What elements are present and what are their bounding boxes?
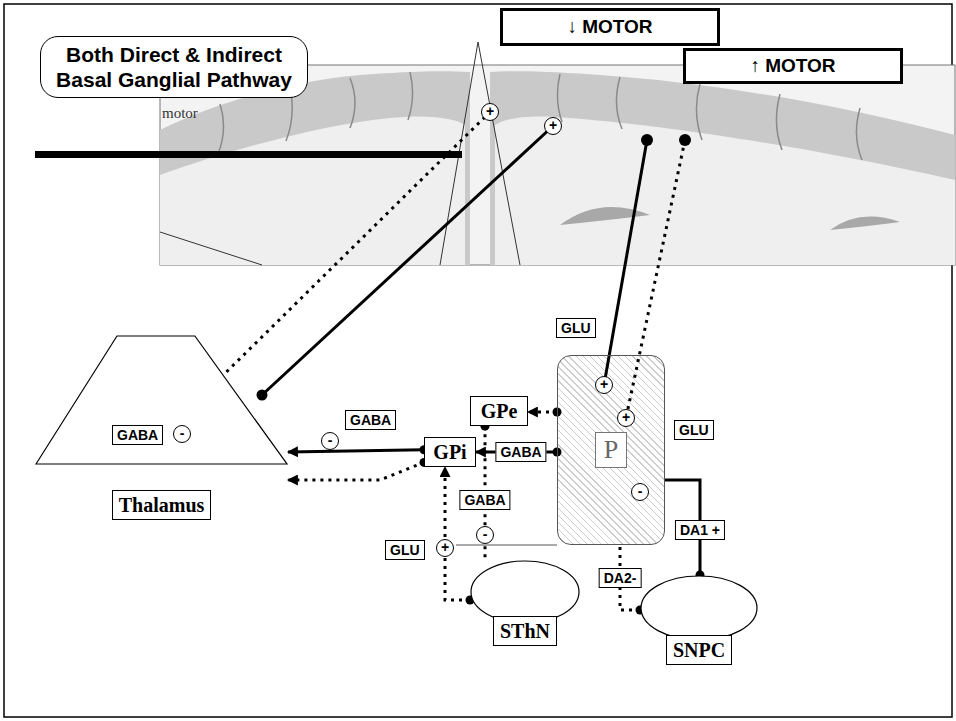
nucleus-ellipse-outline bbox=[471, 561, 579, 623]
solid-pathway bbox=[288, 450, 424, 452]
transmitter-label: GABA bbox=[112, 425, 163, 445]
label-anchor: - bbox=[173, 425, 191, 443]
edge-label: DA1 + bbox=[675, 520, 725, 540]
sign-circle: - bbox=[321, 432, 339, 450]
transmitter-label: GABA bbox=[345, 410, 396, 430]
edge-label: GABA bbox=[495, 442, 546, 462]
label-anchor: + bbox=[617, 409, 635, 427]
label-box: ↓ MOTOR bbox=[500, 8, 720, 46]
transmitter-label: GLU bbox=[674, 420, 714, 440]
region-label: motor bbox=[162, 105, 198, 122]
label-anchor: + bbox=[481, 103, 499, 121]
label-anchor: GABA bbox=[345, 410, 396, 430]
edge-label: DA2- bbox=[599, 568, 642, 588]
title-callout: Both Direct & Indirect Basal Ganglial Pa… bbox=[40, 36, 308, 98]
nucleus-outline bbox=[640, 575, 758, 641]
label-anchor: - bbox=[321, 432, 339, 450]
node-text: Thalamus bbox=[112, 490, 212, 520]
label-anchor: - bbox=[631, 483, 649, 501]
sign-circle: + bbox=[617, 409, 635, 427]
dotted-pathway bbox=[288, 462, 424, 480]
sign-circle: - bbox=[476, 526, 494, 544]
node-text: P bbox=[595, 432, 627, 467]
label-anchor: + bbox=[595, 376, 613, 394]
nucleus-outline bbox=[470, 560, 580, 624]
thalamocortical-dotted-line bbox=[198, 112, 490, 400]
label-anchor: + bbox=[436, 539, 454, 557]
sign-circle: - bbox=[173, 425, 191, 443]
cell-dot bbox=[679, 134, 691, 146]
sign-circle: - bbox=[631, 483, 649, 501]
sign-circle: + bbox=[481, 103, 499, 121]
left-white-matter bbox=[160, 116, 465, 265]
label-anchor: GLU bbox=[385, 540, 425, 560]
left-cortex bbox=[160, 71, 470, 265]
label-anchor: GABA bbox=[112, 425, 163, 445]
label-box: ↑ MOTOR bbox=[683, 48, 903, 84]
node-text: GPe bbox=[481, 399, 518, 423]
right-white-matter bbox=[495, 116, 955, 265]
corticostriatal-line bbox=[604, 140, 647, 385]
thalamocortical-line bbox=[262, 126, 553, 395]
nucleus-ellipse-outline bbox=[641, 576, 757, 640]
dotted-pathway bbox=[445, 467, 470, 600]
ventricle bbox=[560, 207, 900, 230]
label-box: GPi bbox=[424, 437, 476, 467]
cell-dot bbox=[641, 134, 653, 146]
thalamus-outline bbox=[35, 335, 288, 465]
label-anchor: motor bbox=[162, 104, 198, 122]
node-text: SThN bbox=[493, 616, 557, 646]
edge-label: GABA bbox=[459, 490, 510, 510]
thalamus-trapezoid bbox=[36, 336, 287, 464]
edge-label-anchor: DA1 + bbox=[675, 520, 725, 540]
transmitter-label: GLU bbox=[385, 540, 425, 560]
cell-dot bbox=[257, 390, 268, 401]
sign-circle: + bbox=[595, 376, 613, 394]
sign-circle: + bbox=[544, 117, 562, 135]
right-cortex bbox=[490, 71, 955, 265]
node-text: GPi bbox=[433, 440, 466, 464]
title-text: Both Direct & Indirect Basal Ganglial Pa… bbox=[49, 42, 299, 92]
sulci bbox=[218, 72, 862, 160]
label-anchor: GLU bbox=[674, 420, 714, 440]
nucleus-ellipse: SNPC bbox=[640, 575, 758, 665]
nucleus-ellipse: SThN bbox=[470, 560, 580, 646]
pallidum-outline bbox=[456, 545, 557, 546]
edge-label-anchor: GABA bbox=[459, 490, 510, 510]
label-anchor: GLU bbox=[556, 318, 596, 338]
label-anchor: - bbox=[476, 526, 494, 544]
sign-circle: + bbox=[436, 539, 454, 557]
transmitter-label: GLU bbox=[556, 318, 596, 338]
node-text: ↑ MOTOR bbox=[750, 55, 835, 78]
label-anchor: + bbox=[544, 117, 562, 135]
node-text: ↓ MOTOR bbox=[567, 16, 652, 39]
node-text: SNPC bbox=[666, 635, 732, 665]
edge-label-anchor: GABA bbox=[495, 442, 546, 462]
black-bar bbox=[35, 151, 462, 158]
label-box: GPe bbox=[470, 396, 528, 426]
edge-label-anchor: DA2- bbox=[599, 568, 642, 588]
